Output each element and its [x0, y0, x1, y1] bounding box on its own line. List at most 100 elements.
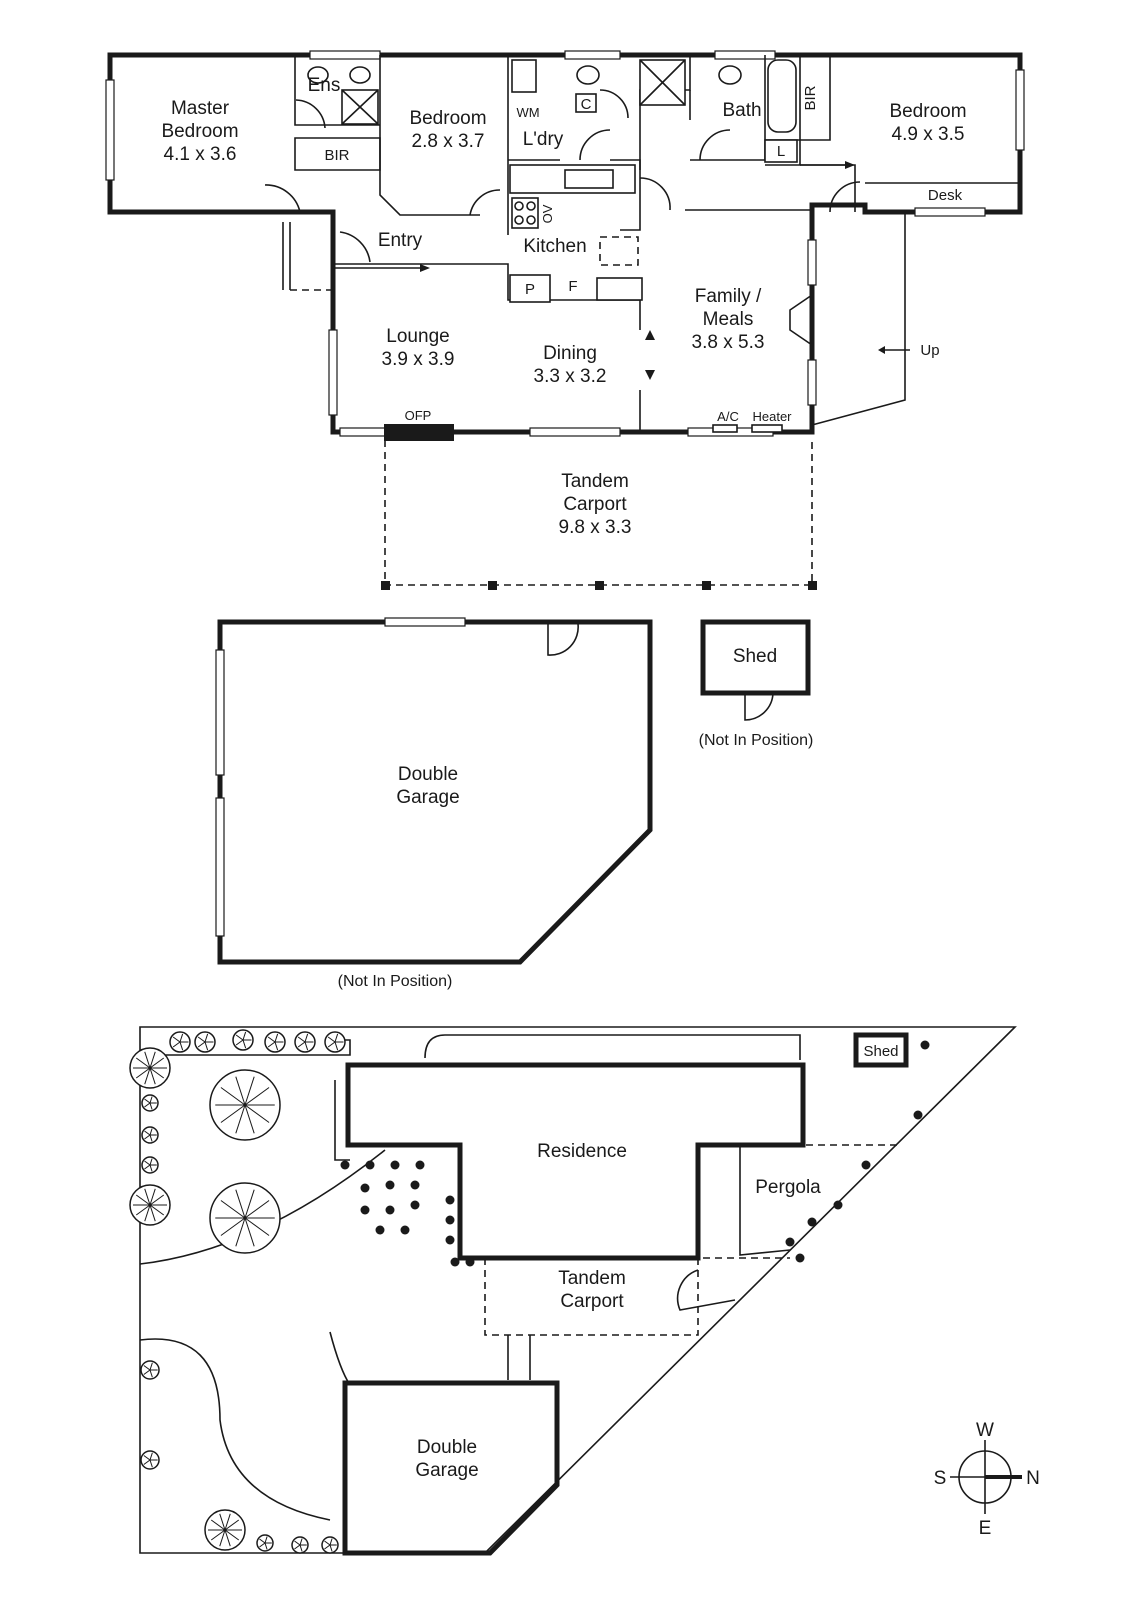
window [529, 427, 621, 437]
shed-note: (Not In Position) [699, 732, 814, 749]
shrub-icon [149, 1096, 153, 1104]
shrub-icon [304, 1041, 309, 1051]
shrub-icon [149, 1188, 156, 1206]
shrub-icon [135, 1067, 151, 1079]
door-swing [469, 189, 501, 216]
carport-post [702, 581, 711, 590]
cooktop-icon [514, 201, 524, 211]
shrub-icon [220, 1104, 246, 1123]
shrub-icon [334, 1033, 339, 1043]
shrub-icon [149, 1158, 153, 1166]
bush-icon [365, 1160, 375, 1170]
bush-icon [385, 1205, 395, 1215]
shrub-icon [179, 1033, 184, 1043]
shrub-icon [204, 1041, 209, 1051]
carport-post [488, 581, 497, 590]
shrub-icon [149, 1204, 165, 1216]
window [1015, 69, 1025, 151]
bedroom-3-label: Bedroom [889, 101, 966, 122]
bedroom-2-size: 2.8 x 3.7 [412, 131, 485, 152]
shrub-icon [294, 1544, 301, 1550]
bush-icon [450, 1257, 460, 1267]
shrub-icon [149, 1204, 156, 1222]
shrub-icon [149, 1128, 153, 1136]
shrub-icon [264, 1536, 268, 1544]
bush-icon [445, 1235, 455, 1245]
toilet-icon [307, 66, 329, 84]
fridge-label: F [568, 278, 577, 295]
oven-label: OV [540, 204, 555, 223]
site-shed [853, 1032, 909, 1068]
shrub-icon [235, 1189, 246, 1219]
bush-icon [833, 1200, 843, 1210]
side-path [334, 1080, 350, 1161]
bush-icon [360, 1183, 370, 1193]
bush-icon [400, 1225, 410, 1235]
shrub-icon [135, 1057, 151, 1069]
pantry-p [509, 274, 551, 303]
bush-icon [390, 1160, 400, 1170]
interior-wall [294, 55, 380, 126]
window [807, 359, 817, 406]
shower-icon [639, 59, 686, 106]
shrub-icon [197, 1036, 206, 1043]
shrub-icon [149, 1369, 153, 1378]
cooktop-icon [526, 201, 536, 211]
shrub-icon [135, 1204, 151, 1216]
bush-icon [410, 1200, 420, 1210]
bush-icon [385, 1180, 395, 1190]
bush-icon [340, 1160, 350, 1170]
entry-label: Entry [378, 230, 423, 251]
bush-icon [445, 1195, 455, 1205]
shrub-icon [143, 1459, 151, 1465]
bir-bedroom-3-label: BIR [802, 85, 819, 110]
deck-outline [811, 212, 906, 426]
arrow-dining [645, 330, 655, 340]
shrub-icon [235, 1034, 244, 1041]
shed-wall [700, 619, 811, 696]
ensuite-label: Ens [308, 75, 341, 96]
side-path [424, 1034, 801, 1060]
window [105, 79, 115, 181]
sink-icon [564, 169, 614, 189]
shrub-icon [143, 1369, 151, 1375]
carport-post [595, 581, 604, 590]
shed-label: Shed [733, 646, 777, 667]
bush-icon [375, 1225, 385, 1235]
shrub-icon [149, 1194, 165, 1206]
carport-size: 9.8 x 3.3 [559, 517, 632, 538]
shrub-icon [267, 1041, 276, 1048]
up-label: Up [920, 342, 939, 359]
shrub-icon [329, 1544, 333, 1552]
basin-icon [718, 65, 742, 85]
arrow-bedroom [845, 161, 855, 169]
bathtub-icon [767, 59, 797, 133]
fireplace-label: OFP [405, 408, 432, 423]
shower-icon [341, 89, 379, 125]
compass-s: S [934, 1468, 947, 1489]
shrub-icon [220, 1200, 246, 1219]
shrub-icon [149, 1134, 153, 1142]
entry-porch-frame [282, 222, 291, 290]
bush-icon [410, 1180, 420, 1190]
garage-note: (Not In Position) [338, 973, 453, 990]
shrub-icon [143, 1455, 151, 1461]
window [328, 329, 338, 416]
bir-master-label: BIR [324, 147, 349, 164]
shrub-icon [329, 1538, 333, 1546]
shrub-icon [149, 1051, 156, 1069]
fireplace-icon [384, 424, 454, 441]
shrub-icon [144, 1130, 151, 1136]
dining-size: 3.3 x 3.2 [534, 366, 607, 387]
window [807, 239, 817, 286]
cooktop-icon [514, 215, 524, 225]
shrub-icon [149, 1057, 165, 1069]
shrub-icon [144, 1067, 151, 1085]
shrub-icon [297, 1036, 306, 1043]
shrub-icon [224, 1529, 240, 1541]
heater-icon [751, 424, 783, 433]
